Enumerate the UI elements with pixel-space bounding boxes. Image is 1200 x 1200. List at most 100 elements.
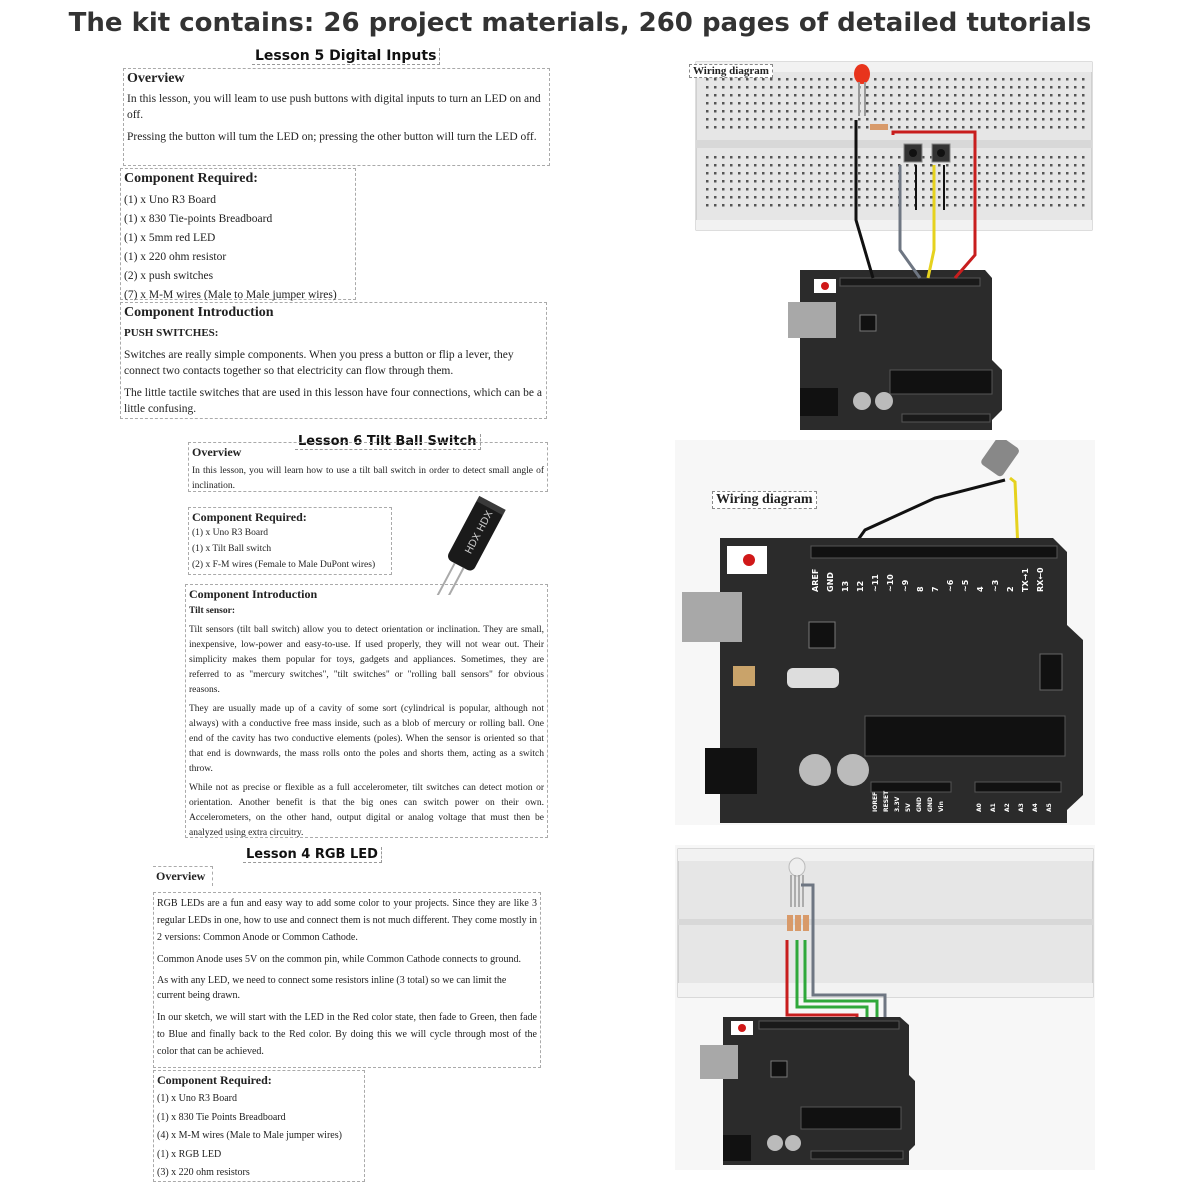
breadboard-hole (746, 204, 749, 207)
breadboard-hole (874, 204, 877, 207)
breadboard-hole (714, 156, 717, 159)
breadboard-hole (938, 86, 941, 89)
breadboard-hole (778, 94, 781, 97)
breadboard-hole (850, 196, 853, 199)
breadboard-hole (1058, 126, 1061, 129)
lesson4-components-list: (1) x Uno R3 Board (1) x 830 Tie Points … (157, 1090, 361, 1183)
breadboard-hole (1082, 156, 1085, 159)
breadboard-hole (994, 188, 997, 191)
breadboard-hole (914, 118, 917, 121)
breadboard-hole (738, 188, 741, 191)
breadboard-hole (794, 102, 797, 105)
breadboard-hole (738, 204, 741, 207)
pin-label: TX→1 (1021, 568, 1030, 592)
lesson6-overview-p1: In this lesson, you will learn how to us… (192, 466, 544, 491)
breadboard-hole (858, 204, 861, 207)
pin-label: ~9 (901, 579, 910, 592)
breadboard-hole (842, 188, 845, 191)
breadboard-hole (1066, 110, 1069, 113)
breadboard-hole (978, 110, 981, 113)
breadboard-hole (898, 126, 901, 129)
breadboard-hole (1042, 196, 1045, 199)
breadboard-hole (802, 94, 805, 97)
breadboard-hole (874, 188, 877, 191)
breadboard-hole (714, 78, 717, 81)
breadboard-hole (786, 110, 789, 113)
breadboard-hole (1074, 110, 1077, 113)
breadboard-hole (810, 110, 813, 113)
breadboard-hole (1018, 94, 1021, 97)
breadboard-hole (762, 94, 765, 97)
breadboard-hole (970, 180, 973, 183)
breadboard-hole (810, 102, 813, 105)
breadboard-hole (1018, 188, 1021, 191)
breadboard-hole (730, 118, 733, 121)
breadboard-hole (842, 126, 845, 129)
pin-label: A5 (1046, 803, 1053, 812)
pin-label: ~3 (991, 580, 1000, 592)
lesson4-overview-heading-box: Overview (153, 866, 213, 886)
breadboard-hole (1074, 102, 1077, 105)
breadboard-hole (890, 156, 893, 159)
breadboard-hole (1018, 204, 1021, 207)
breadboard-hole (1066, 78, 1069, 81)
wire-black (853, 478, 1006, 545)
breadboard-hole (850, 188, 853, 191)
breadboard-hole (882, 180, 885, 183)
breadboard-hole (906, 78, 909, 81)
breadboard-hole (970, 196, 973, 199)
breadboard-hole (770, 126, 773, 129)
breadboard-hole (738, 102, 741, 105)
breadboard-hole (850, 172, 853, 175)
breadboard-hole (994, 118, 997, 121)
breadboard-hole (1034, 188, 1037, 191)
breadboard-hole (714, 188, 717, 191)
lesson4-overview-p3: As with any LED, we need to connect some… (157, 975, 507, 1001)
breadboard-hole (722, 196, 725, 199)
breadboard-hole (890, 180, 893, 183)
breadboard-hole (1082, 78, 1085, 81)
breadboard-hole (994, 156, 997, 159)
breadboard-hole (938, 180, 941, 183)
breadboard-hole (1026, 180, 1029, 183)
breadboard-hole (914, 110, 917, 113)
breadboard-hole (746, 126, 749, 129)
breadboard-hole (842, 196, 845, 199)
breadboard-hole (778, 126, 781, 129)
breadboard-hole (762, 196, 765, 199)
breadboard-hole (770, 118, 773, 121)
breadboard-hole (1034, 196, 1037, 199)
breadboard-hole (826, 78, 829, 81)
breadboard-hole (1010, 126, 1013, 129)
breadboard-hole (946, 180, 949, 183)
breadboard-hole (762, 180, 765, 183)
breadboard-hole (738, 156, 741, 159)
breadboard-hole (898, 156, 901, 159)
breadboard-hole (858, 156, 861, 159)
breadboard-hole (746, 94, 749, 97)
breadboard-hole (818, 110, 821, 113)
breadboard-hole (826, 86, 829, 89)
breadboard-hole (1050, 78, 1053, 81)
breadboard-hole (994, 110, 997, 113)
breadboard-hole (1074, 126, 1077, 129)
breadboard-hole (754, 126, 757, 129)
breadboard-hole (818, 164, 821, 167)
lesson5-wiring-diagram (695, 61, 1093, 430)
breadboard-hole (746, 78, 749, 81)
breadboard-hole (1042, 204, 1045, 207)
lesson6-intro-p2: They are usually made up of a cavity of … (189, 704, 544, 774)
list-item: (1) x Uno R3 Board (157, 1093, 237, 1104)
breadboard-hole (842, 110, 845, 113)
breadboard-hole (730, 204, 733, 207)
breadboard-hole (1018, 180, 1021, 183)
breadboard-hole (922, 196, 925, 199)
list-item: (1) x 220 ohm resistor (124, 251, 227, 263)
breadboard-hole (714, 172, 717, 175)
breadboard-hole (930, 172, 933, 175)
breadboard-hole (730, 94, 733, 97)
breadboard-hole (858, 188, 861, 191)
breadboard-hole (746, 110, 749, 113)
breadboard-hole (730, 86, 733, 89)
breadboard-hole (962, 164, 965, 167)
